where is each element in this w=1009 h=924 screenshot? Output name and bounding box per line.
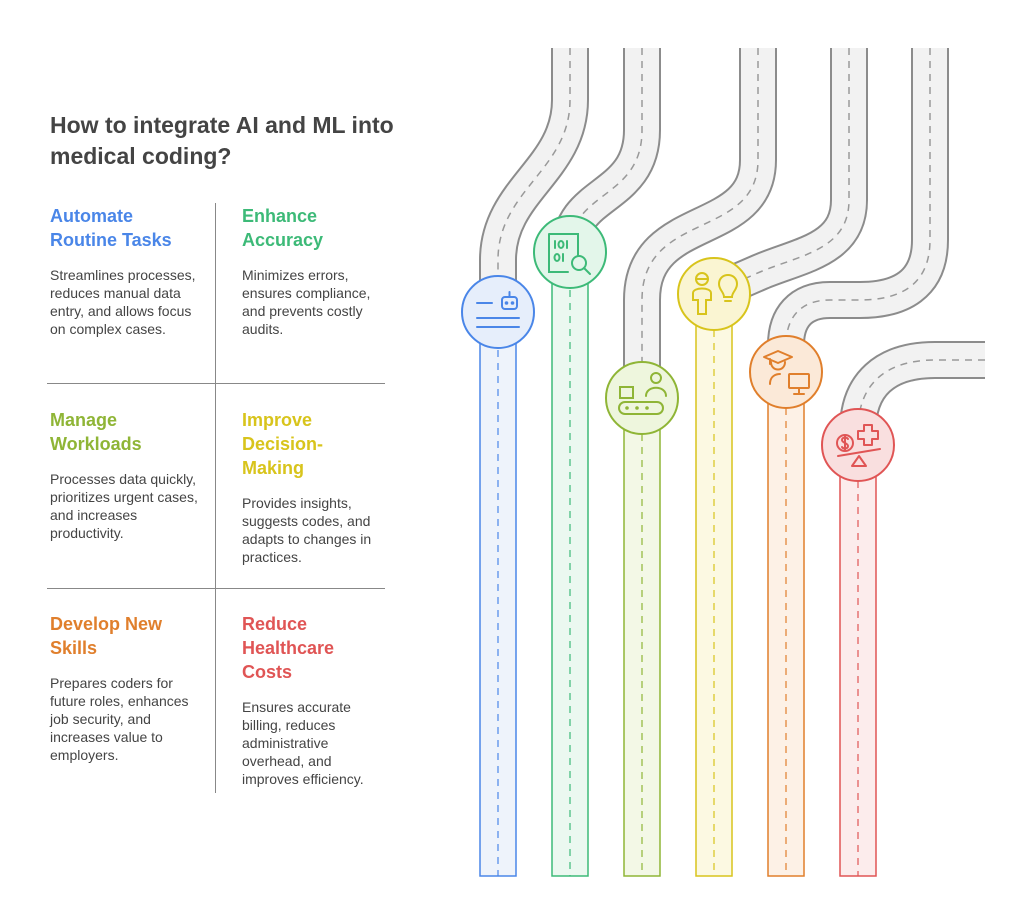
item-heading: Manage Workloads <box>50 410 142 454</box>
item-heading: Reduce Healthcare Costs <box>242 614 335 682</box>
robot-document-icon <box>461 275 535 349</box>
lane-red <box>839 444 877 877</box>
item-description: Provides insights, suggests codes, and a… <box>242 495 372 565</box>
item-description: Ensures accurate billing, reduces admini… <box>242 699 364 787</box>
item-description: Streamlines processes, reduces manual da… <box>50 267 196 337</box>
road-2-grey-lane <box>569 48 643 251</box>
binary-document-magnifier-icon <box>533 215 607 289</box>
conveyor-worker-icon <box>605 361 679 435</box>
item-enhance-accuracy: Enhance Accuracy Minimizes errors, ensur… <box>242 204 392 338</box>
grid-vertical-divider <box>215 203 216 793</box>
dollar-medical-scale-icon <box>821 408 895 482</box>
item-description: Processes data quickly, prioritizes urge… <box>50 471 198 541</box>
road-1-grey-lane <box>497 48 571 312</box>
grid-horizontal-divider <box>47 588 385 589</box>
item-heading: Automate Routine Tasks <box>50 206 172 250</box>
item-improve-decision-making: Improve Decision-Making Provides insight… <box>242 408 387 566</box>
road-4-grey-lane <box>713 48 850 293</box>
item-heading: Enhance Accuracy <box>242 206 324 250</box>
road-4-grey-fill <box>707 48 866 308</box>
item-description: Prepares coders for future roles, enhanc… <box>50 675 189 763</box>
item-heading: Develop New Skills <box>50 614 163 658</box>
item-automate-routine-tasks: Automate Routine Tasks Streamlines proce… <box>50 204 200 338</box>
item-reduce-healthcare-costs: Reduce Healthcare Costs Ensures accurate… <box>242 612 392 788</box>
item-heading: Improve Decision-Making <box>242 410 324 478</box>
item-develop-new-skills: Develop New Skills Prepares coders for f… <box>50 612 200 764</box>
road-3-grey-lane <box>641 48 759 398</box>
colored-lanes <box>479 251 877 877</box>
item-manage-workloads: Manage Workloads Processes data quickly,… <box>50 408 200 542</box>
item-description: Minimizes errors, ensures compliance, an… <box>242 267 371 337</box>
person-lightbulb-icon <box>677 257 751 331</box>
road-5-grey-lane <box>785 48 931 372</box>
page-title: How to integrate AI and ML into medical … <box>50 112 394 169</box>
grid-horizontal-divider <box>47 383 385 384</box>
lane-blue <box>479 311 517 877</box>
graduate-computer-icon <box>749 335 823 409</box>
